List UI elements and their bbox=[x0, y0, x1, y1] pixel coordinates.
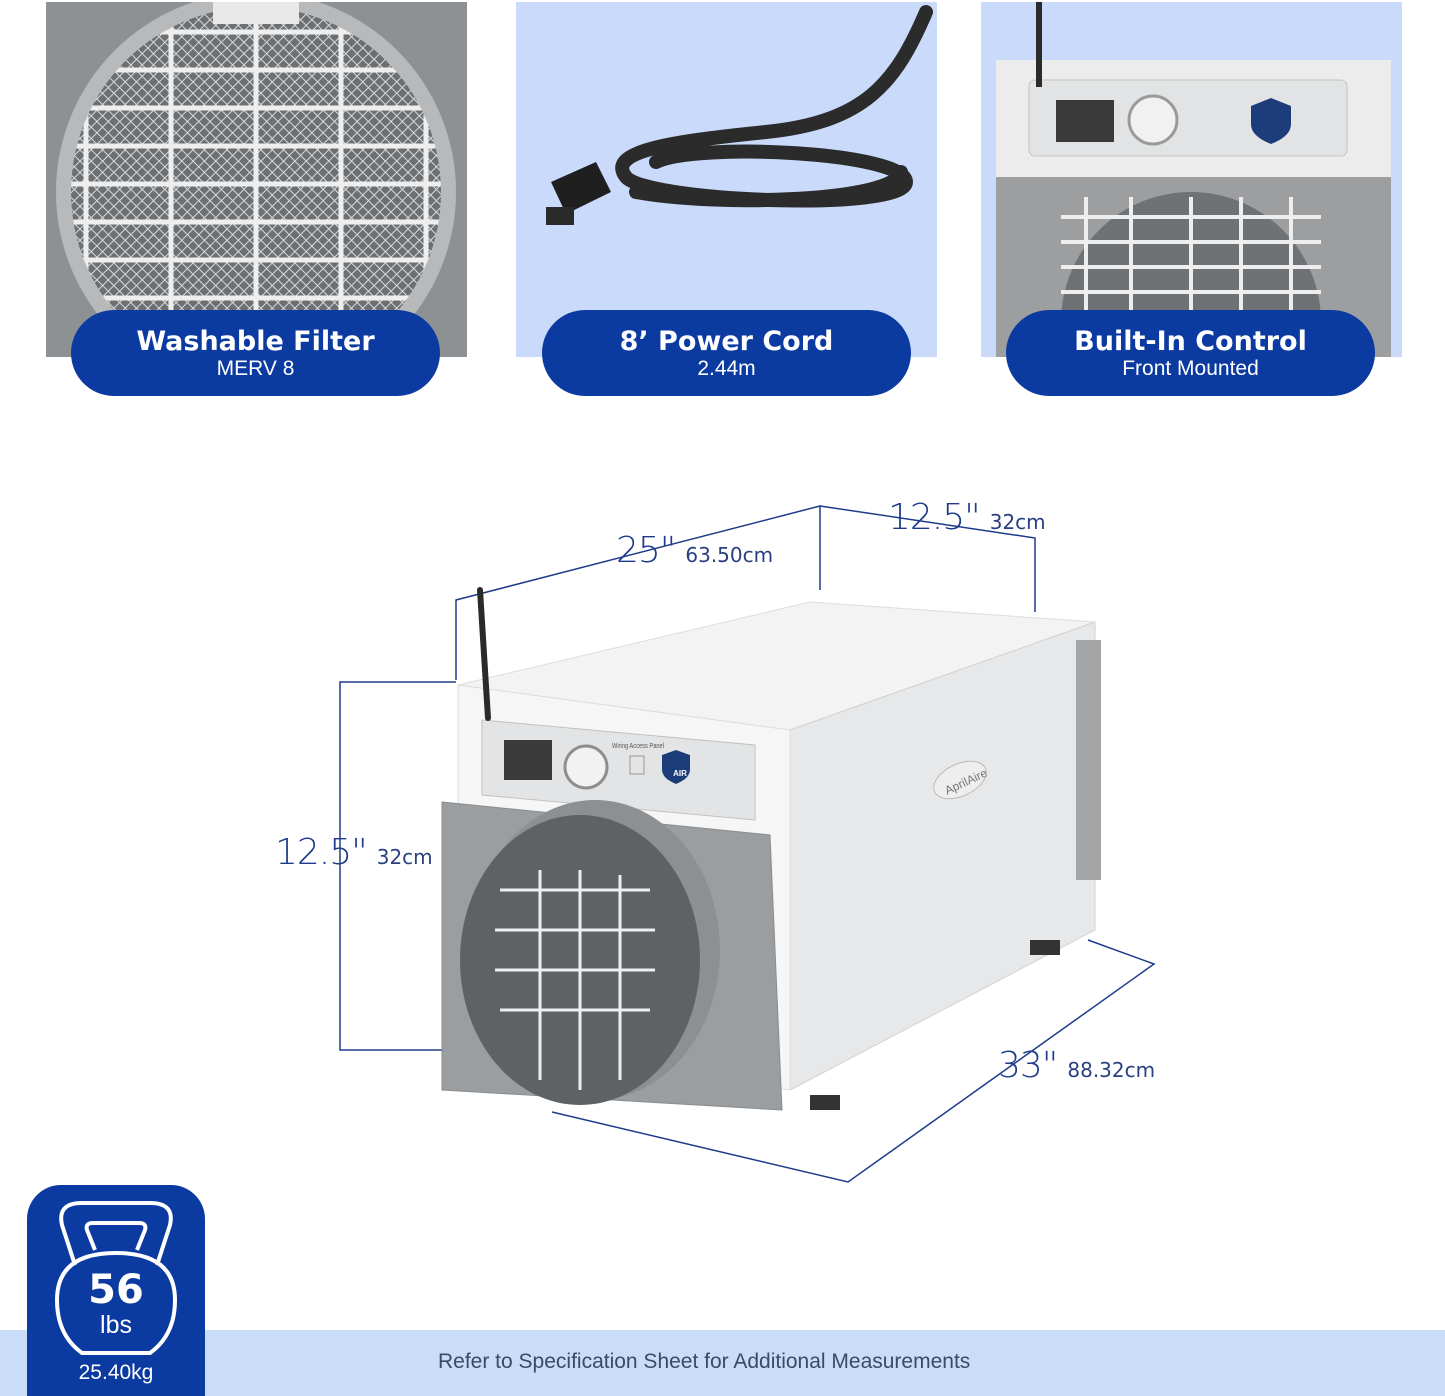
weight-value: 56 bbox=[88, 1267, 144, 1313]
depth-inches: 12.5" bbox=[888, 497, 981, 538]
dimension-depth: 12.5" 32cm bbox=[888, 497, 1046, 538]
feature-subtitle: MERV 8 bbox=[216, 357, 295, 380]
feature-subtitle: 2.44m bbox=[697, 357, 756, 380]
length-cm: 88.32cm bbox=[1067, 1058, 1156, 1082]
width-inches: 25" bbox=[616, 530, 676, 571]
healthy-air-badge: AIR bbox=[673, 769, 687, 778]
feature-title: 8’ Power Cord bbox=[619, 326, 834, 357]
feature-title: Built-In Control bbox=[1074, 326, 1307, 357]
power-cord-image bbox=[516, 2, 937, 357]
width-cm: 63.50cm bbox=[685, 543, 774, 567]
weight-metric: 25.40kg bbox=[78, 1361, 154, 1384]
dimension-length: 33" 88.32cm bbox=[998, 1045, 1155, 1086]
built-in-control-image bbox=[981, 2, 1402, 357]
dimension-lines bbox=[339, 505, 1156, 1183]
footer-note: Refer to Specification Sheet for Additio… bbox=[438, 1350, 971, 1373]
depth-cm: 32cm bbox=[989, 510, 1046, 534]
kettlebell-icon bbox=[54, 1201, 178, 1355]
dimension-height: 12.5" 32cm bbox=[275, 832, 433, 873]
height-inches: 12.5" bbox=[275, 832, 368, 873]
weight-badge: 56 lbs 25.40kg bbox=[27, 1185, 205, 1396]
length-inches: 33" bbox=[998, 1045, 1058, 1086]
power-cord-illustration bbox=[546, 5, 933, 225]
wiring-access-panel-label: Wiring Access Panel bbox=[612, 743, 664, 750]
dimension-width: 25" 63.50cm bbox=[616, 530, 773, 571]
feature-title: Washable Filter bbox=[136, 326, 375, 357]
feature-pill-cord: 8’ Power Cord 2.44m bbox=[542, 310, 911, 396]
feature-pill-filter: Washable Filter MERV 8 bbox=[71, 310, 440, 396]
washable-filter-image bbox=[46, 2, 467, 357]
control-panel-illustration bbox=[996, 2, 1391, 357]
feature-pill-control: Built-In Control Front Mounted bbox=[1006, 310, 1375, 396]
feature-subtitle: Front Mounted bbox=[1122, 357, 1259, 380]
height-cm: 32cm bbox=[376, 845, 433, 869]
weight-unit: lbs bbox=[100, 1311, 132, 1339]
footer-band: Refer to Specification Sheet for Additio… bbox=[0, 1330, 1445, 1396]
filter-grille-illustration bbox=[56, 2, 456, 357]
dehumidifier-illustration: AprilAire Wiring Access Panel AIR bbox=[339, 505, 1156, 1183]
